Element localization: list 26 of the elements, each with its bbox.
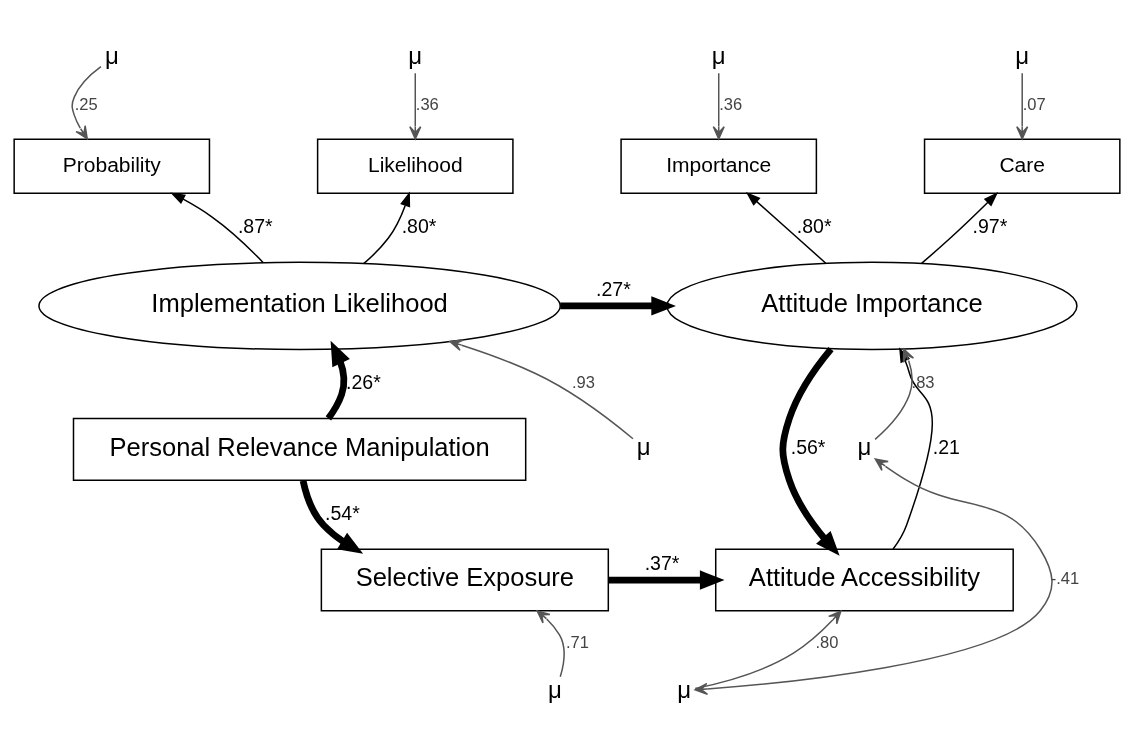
edge-label: .97* bbox=[972, 214, 1008, 237]
edge-label: .07 bbox=[1022, 95, 1046, 115]
edge-label: .80* bbox=[401, 214, 437, 237]
node-text: μ bbox=[857, 433, 872, 461]
node-text: μ bbox=[636, 433, 651, 461]
edge-label: .36 bbox=[719, 95, 743, 115]
edge-label: .27* bbox=[596, 277, 631, 300]
edge-label: .37* bbox=[644, 552, 680, 575]
node-text: μ bbox=[104, 41, 119, 69]
edge-label: .80* bbox=[796, 214, 832, 237]
edge-label: .71 bbox=[566, 633, 589, 653]
node-text: μ bbox=[1015, 41, 1030, 69]
node-text: μ bbox=[677, 675, 692, 703]
edge-label: .36 bbox=[415, 95, 439, 115]
node-text: μ bbox=[548, 675, 562, 703]
edge-label: .80 bbox=[815, 633, 839, 653]
edge-label: .56* bbox=[790, 436, 826, 459]
edge-label: .93 bbox=[572, 373, 596, 393]
edge-label: .87* bbox=[237, 214, 273, 237]
node-text: μ bbox=[711, 41, 726, 69]
edge-label: .26* bbox=[346, 371, 381, 394]
edge-label: .83 bbox=[911, 373, 935, 393]
edge-label: .25 bbox=[74, 95, 98, 115]
edge-label: .54* bbox=[325, 501, 360, 524]
node-text: μ bbox=[408, 41, 423, 69]
edge-label: .21 bbox=[932, 436, 960, 459]
